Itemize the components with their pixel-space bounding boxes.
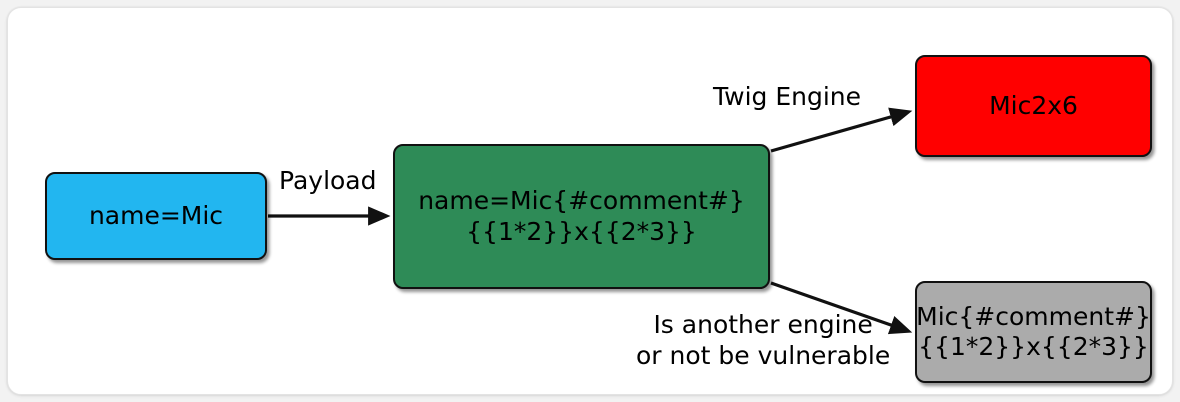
edge-label-other-engine: Is another engine or not be vulnerable [636, 310, 891, 370]
edge-label-payload: Payload [279, 166, 377, 195]
twig-result-node-text: Mic2x6 [989, 90, 1078, 120]
input-node-text: name=Mic [88, 200, 224, 230]
other-result-node-text: Mic{#comment#} {{1*2}}x{{2*3}} [916, 301, 1151, 362]
twig-result-node[interactable]: Mic2x6 [915, 55, 1152, 157]
input-node[interactable]: name=Mic [45, 172, 267, 260]
edge-label-twig-engine: Twig Engine [713, 82, 862, 111]
other-result-node[interactable]: Mic{#comment#} {{1*2}}x{{2*3}} [915, 281, 1152, 383]
arrow-payload-to-twig-result [770, 107, 913, 153]
payload-node[interactable]: name=Mic{#comment#} {{1*2}}x{{2*3}} [393, 144, 770, 289]
payload-node-text: name=Mic{#comment#} {{1*2}}x{{2*3}} [418, 186, 745, 246]
